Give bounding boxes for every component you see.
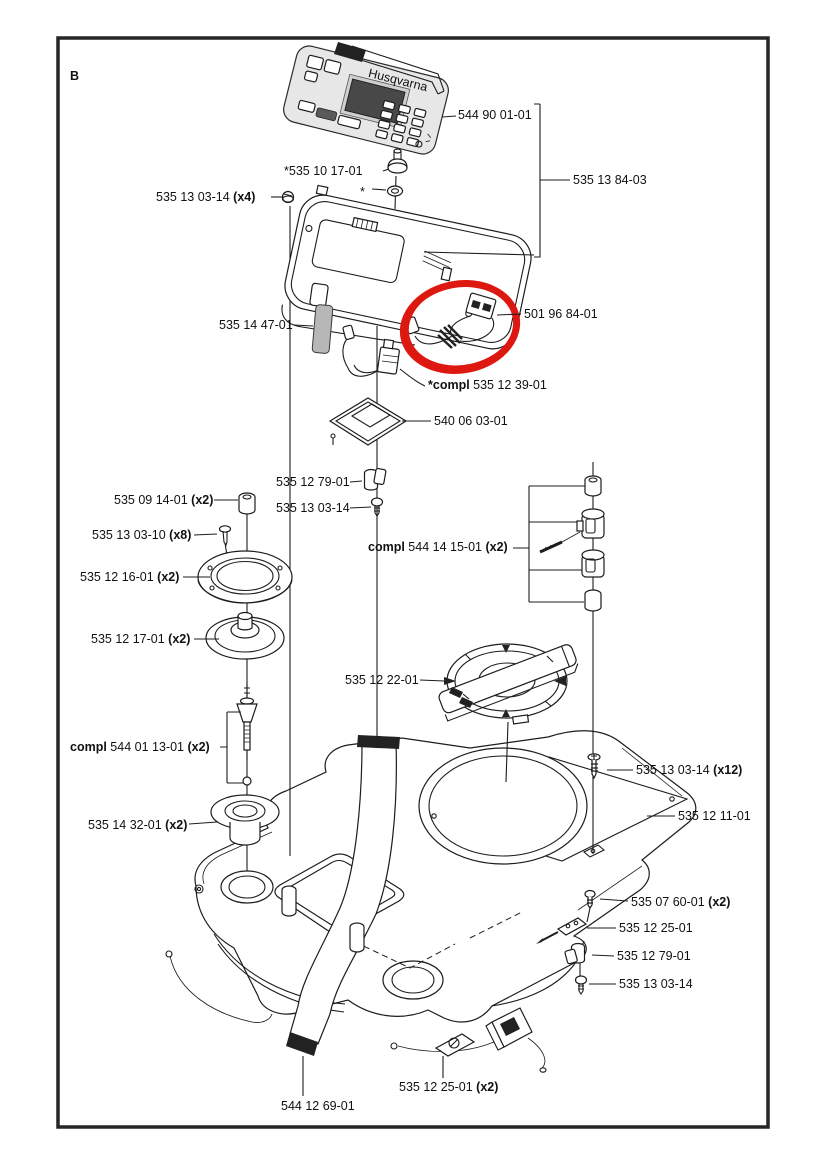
bracket-544-14-15 [513,485,585,603]
bracket-544-01-13 [220,711,243,784]
hinge-body-lower [581,549,605,578]
harness-501-96-84 [403,292,497,349]
screw-535-13-03-14-x12 [587,753,601,780]
numeric-keypad [375,100,427,148]
screw-535-13-03-14-b [370,497,384,517]
part-label-535-13-03-10: 535 13 03-10 (x8) [92,528,191,542]
seal-535-12-17 [205,611,285,660]
screw-535-13-03-14-c [574,975,588,995]
part-label-535-12-22-01: 535 12 22-01 [345,673,419,687]
clip-535-12-79-a [363,467,387,491]
electrode-544-01-13 [220,683,258,786]
part-label-544-12-69-01: 544 12 69-01 [281,1099,355,1113]
part-label-544-01-13-01: compl 544 01 13-01 (x2) [70,740,210,754]
part-label-544-14-15-01: compl 544 14 15-01 (x2) [368,540,508,554]
screw-535-07-60 [584,889,596,910]
keypad-ribbon-cable [334,42,445,95]
cap-handle [438,644,579,722]
part-label-535-12-16-01: 535 12 16-01 (x2) [80,570,179,584]
part-label-535-14-32-01: 535 14 32-01 (x2) [88,818,187,832]
page-border [56,36,770,1129]
part-label-540-06-03-01: 540 06 03-01 [434,414,508,428]
part-label-535-12-11-01: 535 12 11-01 [678,809,751,823]
part-label-535-07-60-01: 535 07 60-01 (x2) [631,895,730,909]
hinge-body-upper [576,508,605,539]
plate-535-12-25-x2 [434,1033,476,1057]
part-label-535-12-25-01-x2: 535 12 25-01 (x2) [399,1080,498,1094]
hinge-pin [539,531,581,554]
cap-535-12-22 [438,643,579,725]
part-label-535-09-14-01: 535 09 14-01 (x2) [114,493,213,507]
part-label-535-13-03-14-b: 535 13 03-14 [276,501,350,515]
leader-lines [183,103,675,985]
clip-535-12-79-b [564,942,586,965]
part-label-535-13-03-14-x12: 535 13 03-14 (x12) [636,763,742,777]
part-label-washer-asterisk: * [360,185,365,199]
part-label-535-12-39-01: *compl 535 12 39-01 [428,378,547,392]
section-letter: B [70,69,79,83]
chassis-body [165,730,697,1073]
screw-535-13-03-14-x4 [281,190,295,204]
screw-535-13-03-10 [218,525,232,547]
grommet-535-14-32 [210,794,280,846]
bushing-535-09-14 [238,492,256,515]
keypad-panel: Husqvarna [283,45,449,155]
plate-535-12-25-a [536,917,588,944]
part-labels-layer: 544 90 01-01 *535 10 17-01 535 13 03-14 (x… [70,108,751,1113]
button-535-10-17 [387,148,408,174]
strap-535-14-47 [309,282,334,354]
part-label-501-96-84-01: 501 96 84-01 [524,307,598,321]
part-label-535-13-84-03: 535 13 84-03 [573,173,647,187]
plate-540-06-03 [328,397,408,446]
hinge-assembly [513,475,605,612]
flange-535-12-16 [197,550,293,604]
bracket-535-13-84 [534,103,570,258]
part-label-544-90-01-01: 544 90 01-01 [458,108,532,122]
part-label-535-12-79-01-b: 535 12 79-01 [617,949,691,963]
part-label-535-12-25-01-a: 535 12 25-01 [619,921,693,935]
part-label-535-13-03-14-x4: 535 13 03-14 (x4) [156,190,255,204]
cable-535-12-39 [342,324,400,377]
part-label-535-14-47-01: 535 14 47-01 [219,318,293,332]
washer [386,185,404,197]
red-highlight-circle [399,280,521,374]
part-label-535-10-17-01: *535 10 17-01 [284,164,363,178]
part-label-535-12-79-01-a: 535 12 79-01 [276,475,350,489]
part-label-535-12-17-01: 535 12 17-01 (x2) [91,632,190,646]
part-label-535-13-03-14-c: 535 13 03-14 [619,977,693,991]
